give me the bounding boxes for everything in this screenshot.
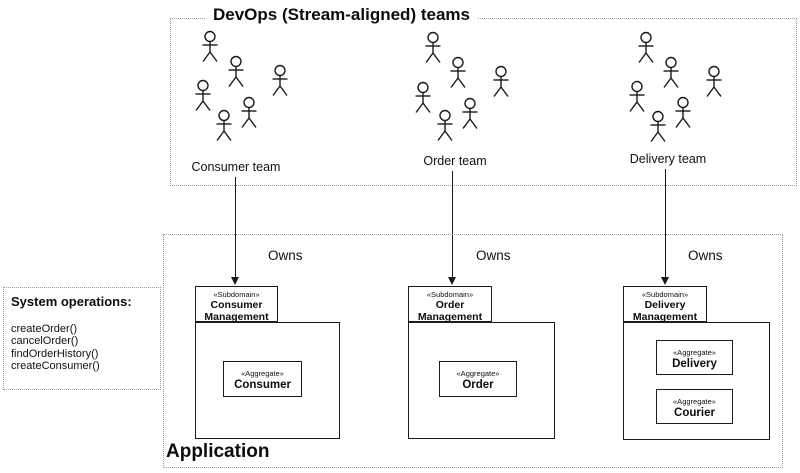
package-tab-delivery-management: «Subdomain» Delivery Management: [623, 286, 707, 322]
system-operations-title: System operations:: [11, 294, 132, 309]
team-cluster-delivery: [628, 31, 723, 143]
aggregate-name: Order: [462, 379, 494, 391]
aggregate-box-order: «Aggregate» Order: [439, 361, 517, 397]
operation-item: createConsumer(): [11, 360, 100, 373]
package-tab-consumer-management: «Subdomain» Consumer Management: [195, 286, 278, 322]
teams-box-title: DevOps (Stream-aligned) teams: [205, 5, 478, 24]
subdomain-name: Order Management: [417, 299, 483, 323]
operation-item: findOrderHistory(): [11, 347, 99, 360]
team-label-order: Order team: [423, 154, 487, 168]
application-label: Application: [166, 441, 270, 462]
operation-item: cancelOrder(): [11, 335, 79, 348]
application-box: [163, 234, 783, 468]
team-label-consumer: Consumer team: [191, 160, 281, 174]
arrow-head-icon: [231, 277, 239, 285]
actor-icon: [201, 30, 219, 63]
owns-label-consumer: Owns: [268, 248, 303, 263]
actor-icon: [194, 79, 212, 112]
arrow-shaft: [452, 171, 453, 278]
team-cluster-order: [414, 31, 510, 142]
ownership-arrow-order: [448, 171, 457, 285]
actor-icon: [637, 31, 655, 64]
teams-box: [170, 18, 797, 186]
actor-icon: [424, 31, 442, 64]
subdomain-name: Consumer Management: [204, 299, 269, 323]
arrow-shaft: [665, 169, 666, 278]
aggregate-box-courier: «Aggregate» Courier: [656, 389, 733, 424]
system-operations-box: System operations: createOrder() cancelO…: [3, 287, 161, 390]
actor-icon: [461, 97, 479, 130]
aggregate-box-consumer: «Aggregate» Consumer: [223, 361, 302, 397]
aggregate-name: Courier: [674, 407, 715, 419]
arrow-head-icon: [661, 277, 669, 285]
package-body-order-management: [408, 322, 555, 439]
subdomain-name: Delivery Management: [632, 299, 698, 323]
actor-icon: [271, 64, 289, 97]
owns-label-delivery: Owns: [688, 248, 723, 263]
aggregate-stereotype: «Aggregate»: [673, 397, 716, 406]
actor-icon: [436, 109, 454, 142]
team-label-delivery: Delivery team: [629, 152, 707, 166]
actor-icon: [649, 110, 667, 143]
actor-icon: [628, 80, 646, 113]
subdomain-stereotype: «Subdomain»: [213, 290, 260, 299]
aggregate-stereotype: «Aggregate»: [456, 369, 500, 378]
subdomain-stereotype: «Subdomain»: [426, 290, 474, 299]
actor-icon: [227, 55, 245, 88]
package-tab-order-management: «Subdomain» Order Management: [408, 286, 492, 322]
subdomain-stereotype: «Subdomain»: [641, 290, 689, 299]
aggregate-name: Consumer: [234, 379, 291, 391]
team-cluster-consumer: [194, 30, 289, 142]
actor-icon: [449, 56, 467, 89]
owns-label-order: Owns: [476, 248, 511, 263]
actor-icon: [240, 96, 258, 129]
arrow-shaft: [235, 177, 236, 278]
actor-icon: [662, 56, 680, 89]
aggregate-name: Delivery: [672, 358, 717, 370]
actor-icon: [414, 81, 432, 114]
system-operations-list: createOrder() cancelOrder() findOrderHis…: [11, 323, 160, 373]
aggregate-stereotype: «Aggregate»: [673, 348, 716, 357]
actor-icon: [705, 65, 723, 98]
actor-icon: [674, 96, 692, 129]
actor-icon: [215, 109, 233, 142]
aggregate-box-delivery: «Aggregate» Delivery: [656, 340, 733, 375]
actor-icon: [492, 65, 510, 98]
arrow-head-icon: [448, 277, 456, 285]
ownership-arrow-consumer: [231, 177, 240, 285]
aggregate-stereotype: «Aggregate»: [241, 369, 284, 378]
ownership-arrow-delivery: [661, 169, 670, 285]
operation-item: createOrder(): [11, 323, 78, 335]
